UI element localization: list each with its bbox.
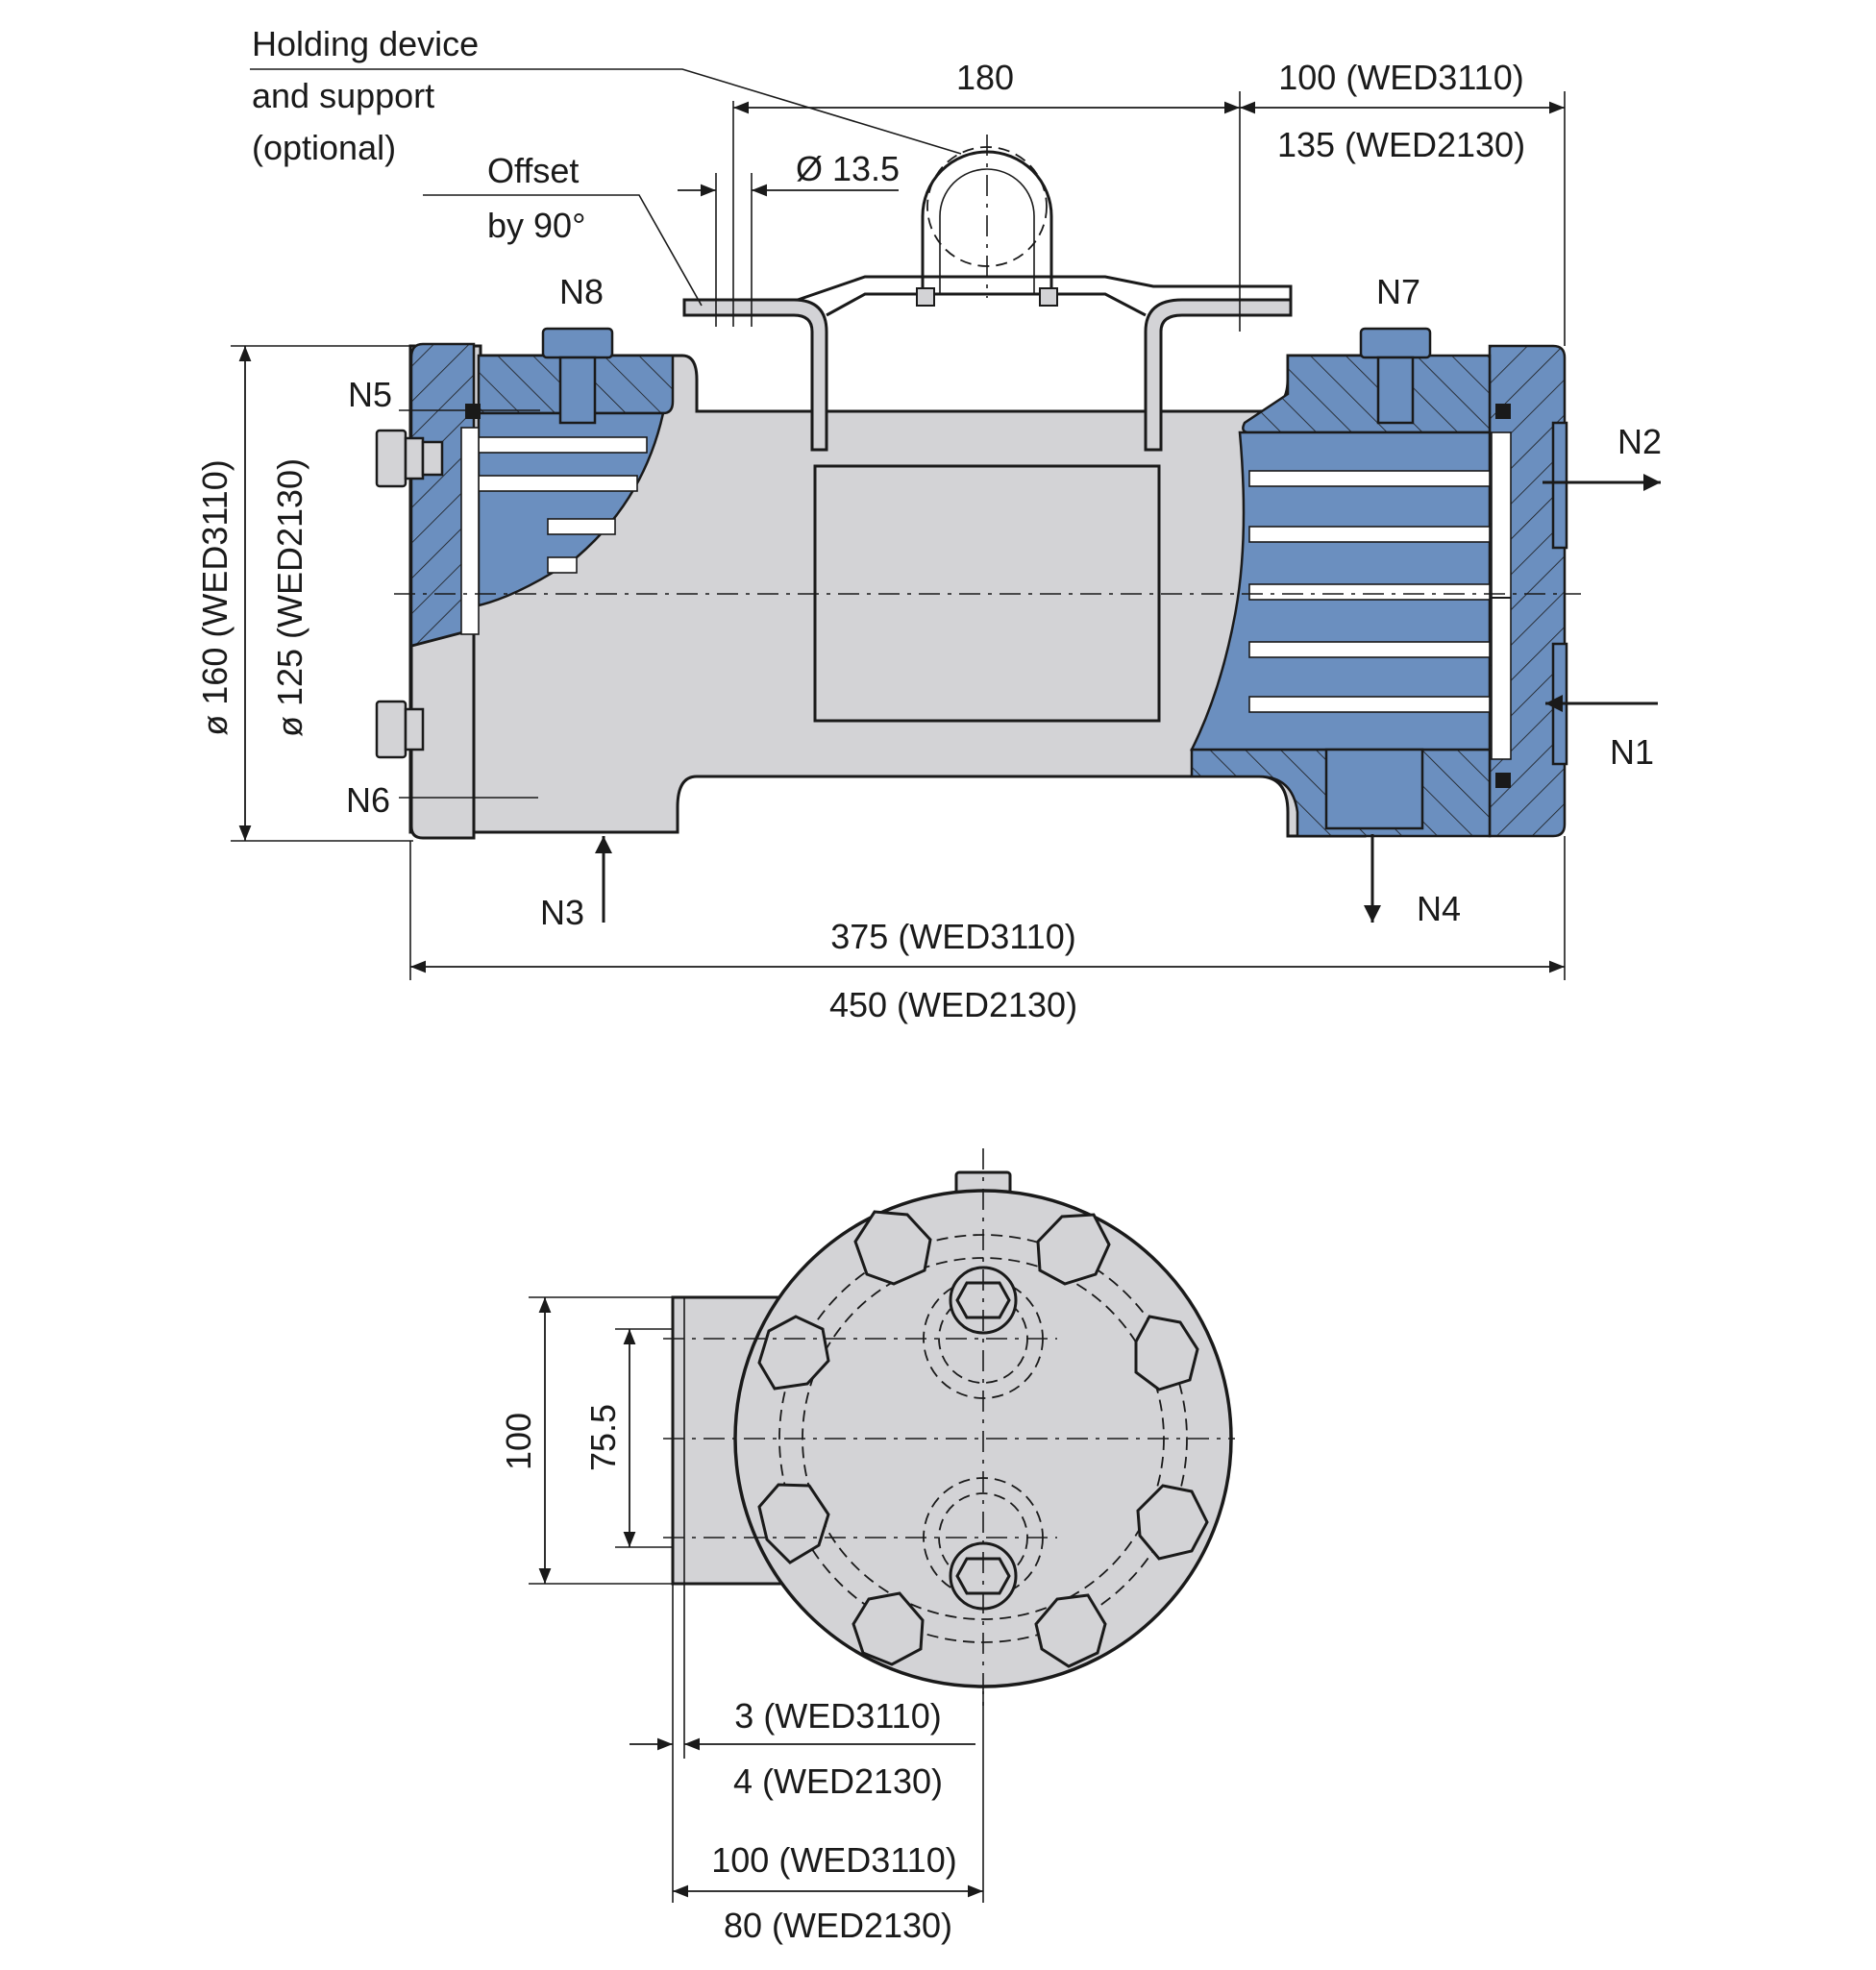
dim-length-a: 375 (WED3110) [830, 917, 1075, 956]
dim-outer-dia-b: ø 125 (WED2130) [270, 458, 309, 737]
end-view: 100 75.5 3 (WED3110) 4 (WED2130) 100 (WE… [499, 1148, 1235, 1945]
offset-label-2: by 90° [487, 206, 585, 245]
n6-plug [375, 700, 425, 759]
label-n3: N3 [540, 893, 584, 932]
holding-strap [684, 275, 1293, 302]
right-flange-section [1242, 354, 1492, 434]
label-n2: N2 [1617, 422, 1662, 461]
holding-bracket-right [1144, 298, 1293, 452]
label-n8: N8 [559, 272, 604, 311]
flange-bolt [757, 1315, 830, 1391]
holding-label-3: (optional) [252, 128, 396, 167]
flange-bolt [852, 1591, 925, 1666]
n8-bolt [541, 327, 614, 425]
dim-foot-depth-a: 100 (WED3110) [711, 1840, 956, 1880]
n7-bolt [1359, 327, 1432, 425]
dim-180: 180 [956, 58, 1014, 97]
dim-foot-holes: 75.5 [583, 1404, 623, 1471]
flange-bolt [1134, 1315, 1199, 1391]
flange-bolt [1034, 1593, 1107, 1668]
holding-label-1: Holding device [252, 24, 479, 63]
left-tubes [460, 427, 648, 635]
left-end-cap [409, 628, 476, 840]
dim-length-b: 450 (WED2130) [829, 985, 1077, 1024]
holding-label-2: and support [252, 76, 434, 115]
flange-bolt [1136, 1484, 1209, 1561]
dim-foot-width: 100 [499, 1413, 538, 1470]
dim-foot-depth-b: 80 (WED2130) [724, 1906, 952, 1945]
holding-bracket [682, 298, 828, 452]
right-tubes [1248, 431, 1512, 760]
label-n6: N6 [346, 780, 390, 820]
n5-plug [375, 429, 444, 488]
label-n1: N1 [1610, 732, 1654, 772]
dim-plate-a: 3 (WED3110) [734, 1696, 941, 1736]
label-n7: N7 [1376, 272, 1420, 311]
flange-bolt [853, 1210, 932, 1286]
dim-hole-dia: Ø 13.5 [796, 149, 900, 188]
dim-end-offset-b: 135 (WED2130) [1277, 125, 1525, 164]
offset-label-1: Offset [487, 151, 579, 190]
label-n5: N5 [348, 375, 392, 414]
dim-outer-dia-a: ø 160 (WED3110) [195, 459, 234, 735]
side-view: Holding device and support (optional) Of… [195, 24, 1662, 1024]
n4-port [1324, 748, 1424, 830]
left-cutaway [477, 411, 665, 607]
dim-plate-b: 4 (WED2130) [733, 1761, 943, 1801]
dim-end-offset-a: 100 (WED3110) [1278, 58, 1523, 97]
flange-bolt [1036, 1213, 1111, 1286]
nameplate-window [813, 464, 1161, 723]
flange-bolt [757, 1483, 830, 1564]
label-n4: N4 [1417, 889, 1461, 928]
flange-bolts [757, 1210, 1209, 1668]
